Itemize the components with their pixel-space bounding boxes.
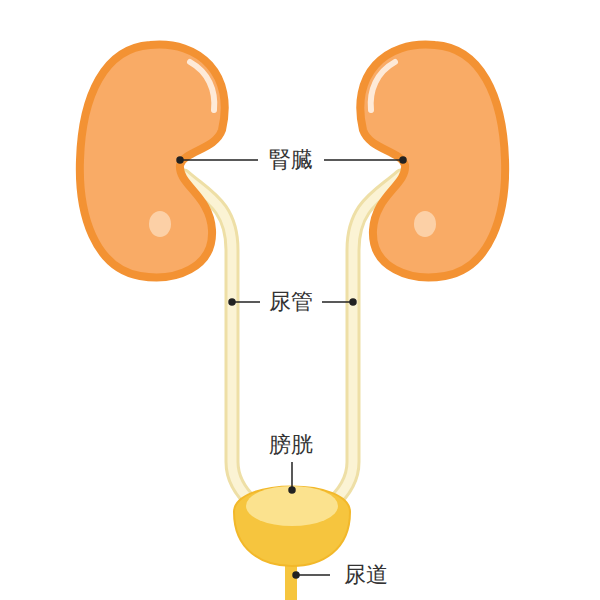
part-label: 尿管 — [267, 290, 315, 314]
bladder — [234, 487, 350, 567]
leader-line — [296, 574, 330, 576]
part-label: 尿道 — [342, 563, 390, 587]
right-half — [329, 45, 505, 506]
leader-dot — [293, 572, 299, 578]
part-label: 膀胱 — [267, 433, 315, 457]
part-label: 腎臓 — [267, 148, 315, 172]
leader-line — [232, 301, 260, 303]
leader-line — [322, 301, 353, 303]
leader-dot — [289, 487, 295, 493]
leader-dot — [400, 157, 406, 163]
leader-line — [324, 159, 403, 161]
leader-dot — [177, 157, 183, 163]
bladder-shine — [246, 486, 338, 526]
leader-dot — [229, 299, 235, 305]
leader-line — [180, 159, 258, 161]
leader-line — [291, 462, 293, 490]
left-half — [80, 45, 256, 506]
leader-dot — [350, 299, 356, 305]
